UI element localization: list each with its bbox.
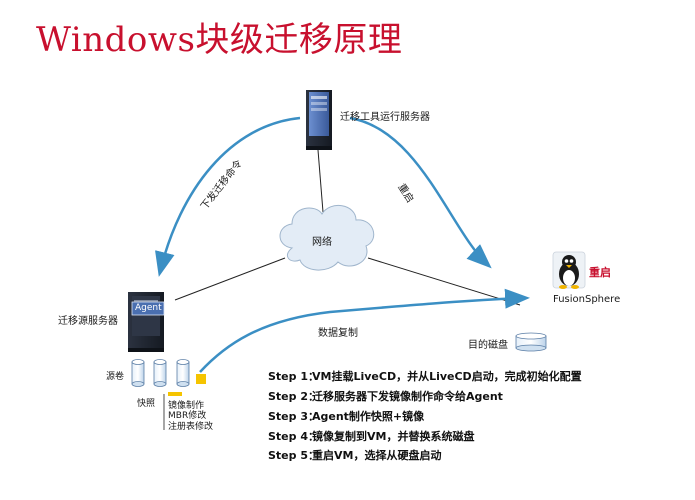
source-server-icon [128, 292, 164, 352]
step-2-text: 迁移服务器下发镜像制作命令给Agent [312, 390, 503, 403]
page-title: Windows块级迁移原理 [36, 20, 403, 60]
image-file-icon [196, 374, 206, 384]
source-volume-label: 源卷 [106, 372, 125, 382]
migration-tool-server-icon [306, 90, 332, 150]
arrow-data-copy [199, 288, 530, 373]
image-make-marker [168, 392, 182, 396]
arrow-restart [349, 116, 492, 269]
step-3-text: Agent制作快照+镜像 [312, 410, 425, 423]
step-1-text: VM挂载LiveCD，并从LiveCD启动，完成初始化配置 [312, 370, 582, 383]
mbr-modify-label: MBR修改 [168, 411, 207, 421]
step-1: Step 1：VM挂载LiveCD，并从LiveCD启动，完成初始化配置 [268, 368, 582, 384]
registry-modify-label: 注册表修改 [168, 422, 214, 432]
arrow-send-command [155, 116, 301, 277]
line-network-to-source [174, 257, 286, 301]
agent-badge [131, 301, 165, 316]
target-disk-icon [515, 332, 547, 352]
snapshot-label: 快照 [137, 399, 156, 409]
fusionsphere-label: FusionSphere [553, 294, 621, 305]
step-4-text: 镜像复制到VM，并替换系统磁盘 [312, 430, 475, 443]
agent-label: Agent [135, 303, 162, 313]
target-disk-label: 目的磁盘 [468, 340, 508, 351]
source-server-label: 迁移源服务器 [58, 316, 118, 327]
source-volume-disk-icon [131, 359, 145, 387]
image-disk-icon [176, 359, 190, 387]
step-2: Step 2：迁移服务器下发镜像制作命令给Agent [268, 388, 503, 404]
step-5-text: 重启VM，选择从硬盘启动 [312, 449, 442, 462]
step-5-label: Step 5： [268, 449, 319, 462]
image-make-label: 镜像制作 [168, 401, 205, 411]
network-label: 网络 [312, 237, 332, 248]
step-1-label: Step 1： [268, 370, 319, 383]
data-copy-label: 数据复制 [318, 328, 358, 339]
line-server-to-network [317, 149, 324, 213]
step-2-label: Step 2： [268, 390, 319, 403]
step-4: Step 4：镜像复制到VM，并替换系统磁盘 [268, 428, 474, 444]
step-3-label: Step 3： [268, 410, 319, 423]
snapshot-disk-icon [153, 359, 167, 387]
step-5: Step 5：重启VM，选择从硬盘启动 [268, 447, 441, 463]
reboot-label: 重启 [589, 266, 611, 279]
migration-tool-server-label: 迁移工具运行服务器 [340, 112, 430, 123]
step-3: Step 3：Agent制作快照+镜像 [268, 408, 424, 424]
network-cloud [279, 205, 375, 271]
line-network-to-target [367, 257, 521, 306]
step-4-label: Step 4： [268, 430, 319, 443]
linux-penguin-icon [552, 251, 586, 289]
